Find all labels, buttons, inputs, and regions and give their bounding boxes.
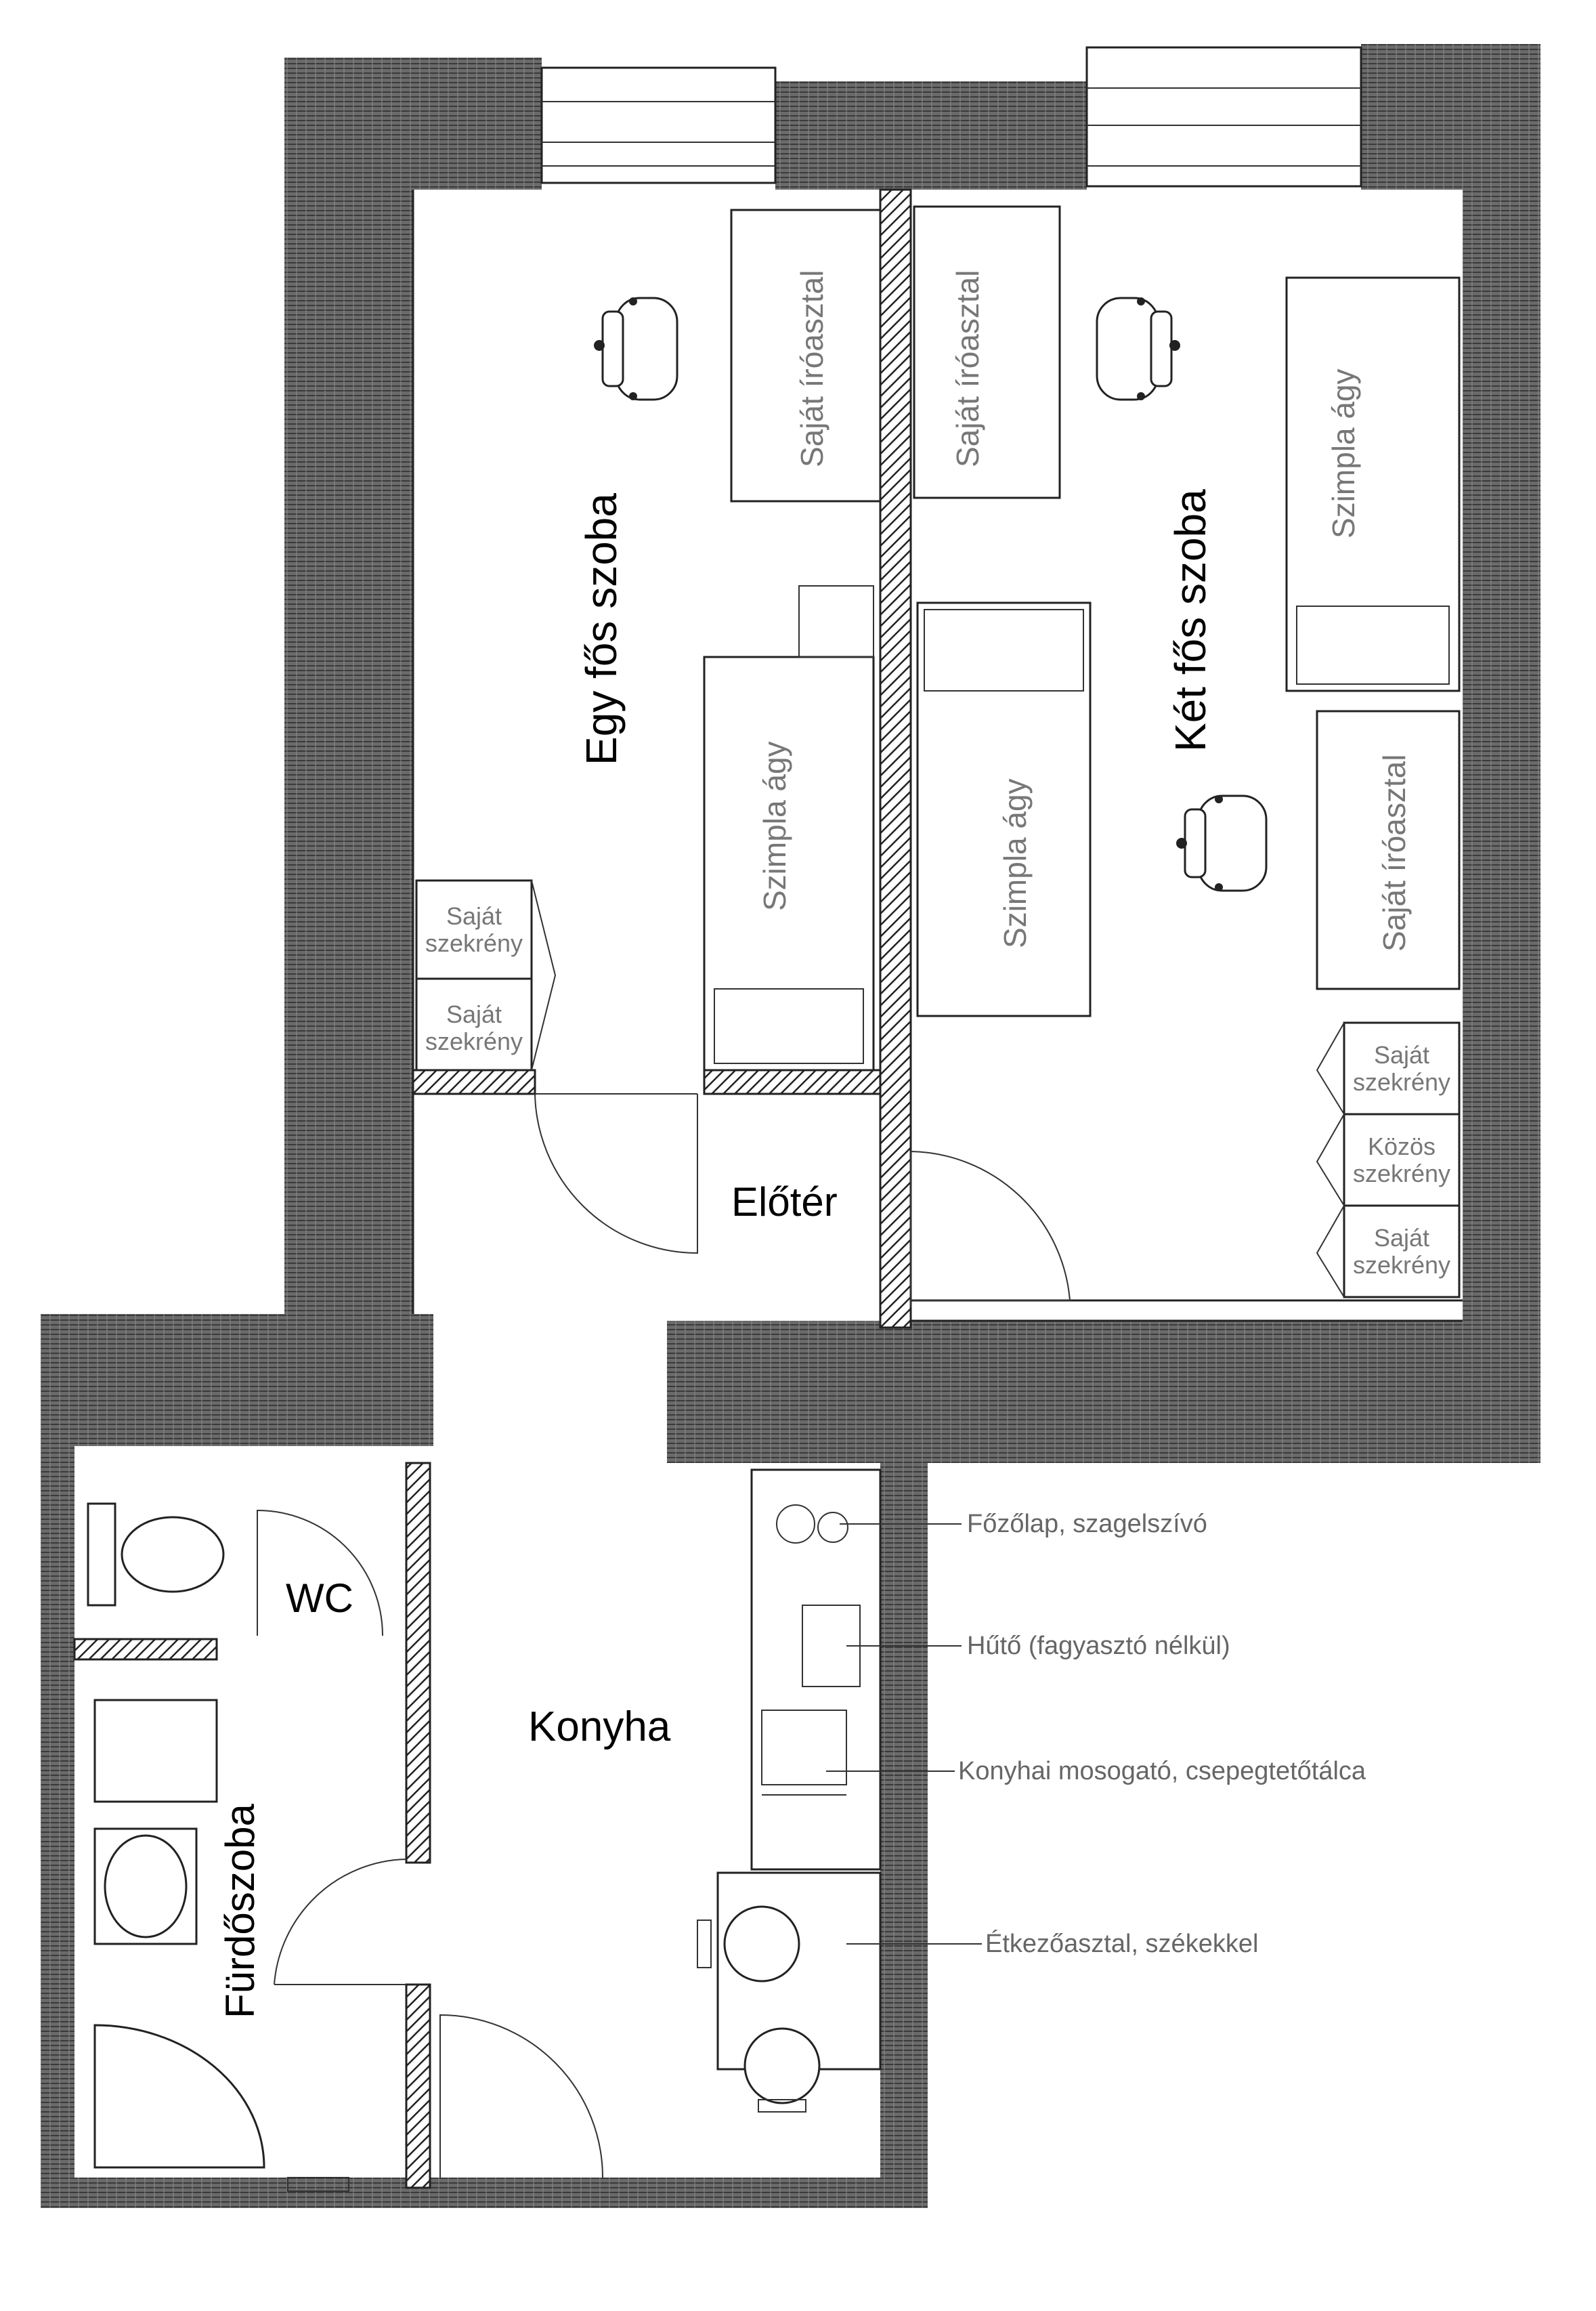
partition-bath-kitchen-lower — [405, 1983, 431, 2189]
label-wardrobe-4b: szekrény — [1353, 1251, 1450, 1279]
wardrobe-double-2 — [1343, 1204, 1461, 1298]
chair-icon — [1176, 794, 1268, 892]
label-wardrobe-shared-a: Közös — [1368, 1132, 1436, 1160]
bed-double-room-left — [916, 601, 1092, 1017]
label-wc: WC — [286, 1575, 353, 1621]
wall-kitchen-right — [880, 1463, 928, 2208]
chair-icon — [723, 1905, 800, 1983]
callout-lines — [826, 1523, 982, 1945]
label-bathroom: Fürdőszoba — [217, 1804, 263, 2018]
double-room-furniture — [913, 205, 1461, 1298]
bed-single-room — [703, 656, 875, 1072]
single-room-furniture — [415, 209, 882, 1072]
window-left — [540, 66, 777, 184]
callout-dining: Étkezőasztal, székekkel — [985, 1929, 1258, 1958]
label-bed-2: Szimpla ágy — [997, 778, 1033, 948]
door-single-room — [534, 1093, 698, 1254]
washbasin-bowl-icon — [104, 1834, 188, 1938]
label-wardrobe-3a: Saját — [1374, 1041, 1429, 1069]
wall-top-right — [1361, 44, 1540, 190]
interior-walls — [73, 188, 1463, 2189]
wall-left-lower — [41, 1446, 74, 2205]
label-desk-1: Saját íróasztal — [794, 270, 829, 467]
label-desk-2: Saját íróasztal — [950, 270, 985, 467]
desk-double-room-bottom — [1316, 710, 1461, 990]
label-desk-3: Saját íróasztal — [1377, 755, 1412, 952]
hob-icon — [776, 1504, 815, 1544]
label-kitchen: Konyha — [528, 1703, 671, 1750]
room-labels: Egy fős szoba Két fős szoba Előtér WC Ko… — [217, 489, 1215, 2018]
label-wardrobe-3b: szekrény — [1353, 1068, 1450, 1096]
wall-middle-band-right — [667, 1321, 1540, 1463]
partition-room-hall-left — [412, 1069, 536, 1095]
wardrobe-double-1 — [1343, 1021, 1461, 1116]
wardrobe-single-2 — [415, 977, 533, 1072]
partition-wc-bath — [73, 1638, 218, 1661]
door-bathroom — [274, 1859, 407, 1985]
desk-single-room — [730, 209, 882, 503]
label-double-room: Két fős szoba — [1166, 489, 1215, 752]
washing-machine — [93, 1699, 218, 1803]
exterior-walls — [41, 44, 1540, 2208]
chair-icon — [594, 297, 678, 401]
bathroom-fixtures — [87, 1502, 349, 2192]
partition-rooms — [879, 188, 912, 1329]
chair-icon — [1096, 297, 1180, 401]
callout-fridge: Hűtő (fagyasztó nélkül) — [967, 1632, 1230, 1660]
wall-top-mid — [775, 81, 1087, 190]
window-right — [1085, 46, 1362, 188]
callout-labels: Főzőlap, szagelszívó Hűtő (fagyasztó nél… — [958, 1510, 1366, 1958]
door-double-room — [910, 1151, 1071, 1307]
label-wardrobe-4a: Saját — [1374, 1224, 1429, 1252]
wall-right-upper — [1463, 190, 1540, 1463]
shower-tray — [93, 2024, 265, 2169]
wall-left-upper — [284, 190, 413, 1314]
wall-top-left — [284, 58, 542, 190]
windows — [540, 46, 1362, 188]
toilet-icon — [121, 1516, 225, 1593]
label-wardrobe-1b: szekrény — [425, 929, 523, 957]
label-hall: Előtér — [731, 1179, 838, 1225]
label-wardrobe-2a: Saját — [446, 1000, 502, 1028]
callout-hob: Főzőlap, szagelszívó — [967, 1510, 1207, 1538]
toilet-tank — [87, 1502, 116, 1607]
label-wardrobe-2b: szekrény — [425, 1027, 523, 1055]
bed-double-room-right — [1285, 276, 1461, 692]
door-kitchen-entrance — [439, 2014, 603, 2178]
partition-room-hall-mid — [703, 1069, 882, 1095]
doors — [257, 1093, 1071, 2178]
door-wc — [257, 1509, 383, 1636]
label-bed-1: Szimpla ágy — [757, 741, 792, 911]
kitchen-counter — [750, 1468, 882, 1871]
wall-bottom-lower — [41, 2178, 928, 2208]
sink-icon — [761, 1710, 847, 1785]
callout-sink: Konyhai mosogató, csepegtetőtálca — [958, 1757, 1366, 1785]
partition-bath-kitchen-upper — [405, 1462, 431, 1864]
label-bed-3: Szimpla ágy — [1326, 368, 1361, 538]
furniture-labels: Saját íróasztal Saját íróasztal Saját ír… — [425, 270, 1450, 1279]
label-wardrobe-shared-b: szekrény — [1353, 1160, 1450, 1187]
label-wardrobe-1a: Saját — [446, 902, 502, 930]
wall-middle-band-left — [41, 1314, 433, 1446]
kitchen-fixtures — [697, 1468, 882, 2113]
desk-double-room-top — [913, 205, 1061, 499]
label-single-room: Egy fős szoba — [577, 493, 626, 765]
chair-icon — [743, 2027, 821, 2104]
